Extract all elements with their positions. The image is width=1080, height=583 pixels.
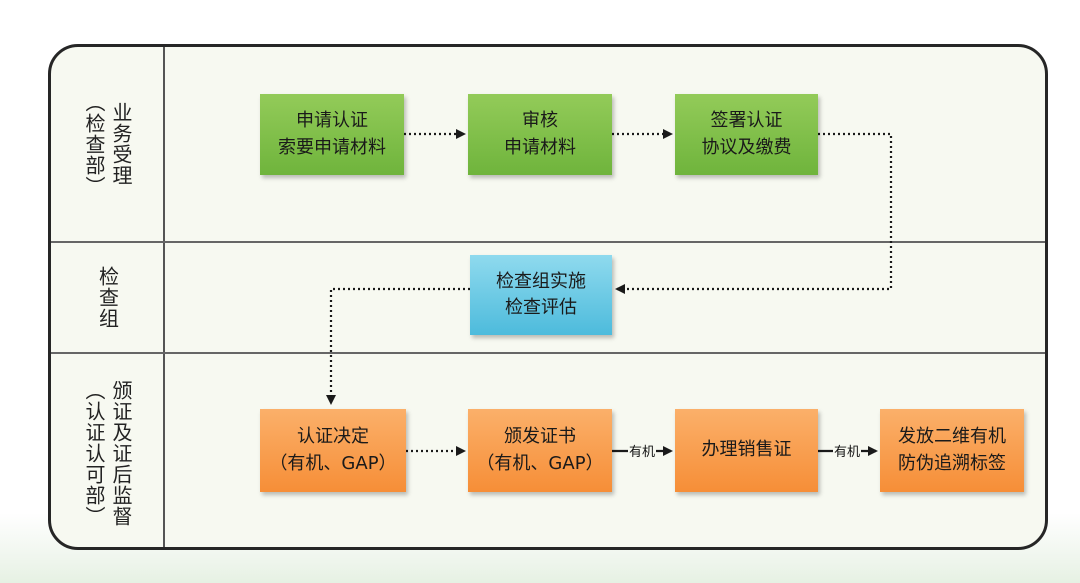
node-line: 协议及缴费 (701, 136, 792, 158)
node-line: 申请认证 (296, 110, 368, 132)
node-line: 防伪追溯标签 (898, 452, 1006, 474)
node-certification-decision: 认证决定 （有机、GAP） (260, 409, 406, 492)
node-line: （有机、GAP） (269, 452, 397, 474)
lane-label-main: 业务受理 (109, 102, 133, 186)
node-line: 认证决定 (297, 426, 369, 448)
node-review-materials: 审核 申请材料 (468, 94, 612, 175)
node-line: 颁发证书 (504, 426, 576, 448)
lane-label-certification: 颁证及证后监督 （认证认可部） (51, 354, 163, 547)
edge-label-organic-2: 有机 (833, 441, 862, 460)
lane-label-paren: （认证认可部） (82, 380, 106, 527)
node-line: 索要申请材料 (278, 136, 386, 158)
lane-divider-2 (51, 352, 1045, 354)
node-line: 发放二维有机 (898, 426, 1006, 448)
node-line: 签署认证 (710, 110, 783, 132)
node-inspection-evaluation: 检查组实施 检查评估 (470, 255, 612, 335)
node-line: 检查评估 (505, 297, 577, 318)
node-line: 检查组实施 (496, 270, 586, 292)
lane-label-main: 检查组 (95, 266, 120, 329)
edge-label-organic-1: 有机 (628, 441, 657, 460)
lane-label-inspection: 检查组 (51, 243, 163, 352)
lane-label-main: 颁证及证后监督 (109, 380, 133, 527)
arrow-sign-to-inspect (615, 132, 893, 294)
node-line: 审核 (522, 110, 558, 132)
node-apply-certification: 申请认证 索要申请材料 (260, 94, 404, 175)
node-line: 申请材料 (504, 136, 576, 158)
node-anti-counterfeit-label: 发放二维有机 防伪追溯标签 (880, 409, 1024, 492)
node-sales-certificate: 办理销售证 (675, 409, 818, 492)
node-line: 办理销售证 (701, 439, 792, 461)
node-line: （有机、GAP） (476, 452, 604, 474)
lane-divider-1 (51, 241, 1045, 243)
node-issue-certificate: 颁发证书 （有机、GAP） (468, 409, 612, 492)
lane-label-business: 业务受理 （检查部） (51, 47, 163, 241)
node-sign-agreement: 签署认证 协议及缴费 (675, 94, 818, 175)
lane-label-divider (163, 47, 165, 547)
lane-label-paren: （检查部） (82, 91, 106, 197)
arrow-inspect-to-decision (326, 287, 470, 405)
